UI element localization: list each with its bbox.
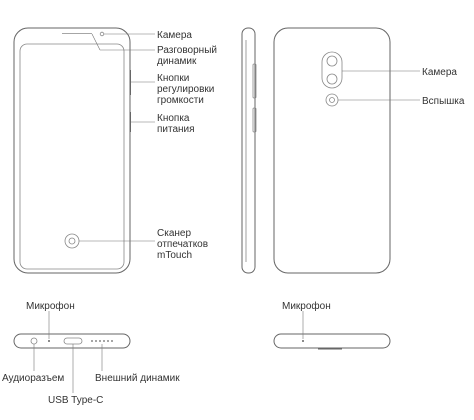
label-volume-line2: регулировки bbox=[157, 84, 214, 95]
label-scanner-line2: отпечатков bbox=[157, 239, 208, 250]
labels: Камера Разговорный динамик Кнопки регули… bbox=[2, 30, 465, 406]
speaker-grille bbox=[91, 340, 113, 342]
back-camera-lens-1 bbox=[326, 55, 338, 67]
label-speaker: Внешний динамик bbox=[95, 373, 180, 384]
front-screen bbox=[19, 43, 125, 270]
side-volume-buttons bbox=[252, 63, 257, 99]
front-body bbox=[13, 27, 131, 274]
label-volume-line1: Кнопки bbox=[157, 73, 189, 84]
front-camera-dot bbox=[99, 31, 105, 37]
label-power-line2: питания bbox=[157, 124, 195, 135]
label-scanner-line1: Сканер bbox=[157, 228, 191, 239]
side-view bbox=[241, 27, 257, 274]
audio-jack-port bbox=[30, 337, 38, 345]
label-volume-line3: громкости bbox=[157, 95, 204, 106]
fingerprint-sensor-outer bbox=[64, 233, 80, 249]
fingerprint-sensor-inner bbox=[68, 237, 76, 245]
label-earpiece-line1: Разговорный bbox=[157, 45, 217, 56]
top-edge-view bbox=[273, 333, 391, 350]
back-camera-lens-2 bbox=[326, 73, 338, 85]
bottom-edge-body bbox=[13, 333, 131, 349]
bottom-edge-view bbox=[13, 333, 131, 349]
front-view bbox=[13, 27, 131, 274]
camera-module bbox=[321, 51, 343, 89]
top-mic-hole bbox=[302, 340, 304, 342]
label-audio-jack: Аудиоразъем bbox=[2, 373, 64, 384]
side-power-button bbox=[252, 107, 257, 133]
leader-lines bbox=[33, 33, 420, 393]
bottom-mic-hole bbox=[48, 340, 50, 342]
flash-ring bbox=[325, 93, 339, 107]
label-bottom-mic: Микрофон bbox=[26, 300, 75, 312]
back-body bbox=[273, 27, 391, 274]
label-front-camera: Камера bbox=[157, 30, 192, 41]
label-scanner-line3: mTouch bbox=[157, 250, 192, 261]
label-power-line1: Кнопка bbox=[157, 113, 190, 124]
flash-core bbox=[329, 97, 335, 103]
label-flash: Вспышка bbox=[422, 96, 465, 107]
top-edge-body bbox=[273, 333, 391, 349]
label-back-camera: Камера bbox=[422, 67, 457, 78]
usb-c-port bbox=[63, 337, 83, 345]
label-usb: USB Type-C bbox=[48, 395, 103, 406]
label-earpiece-line2: динамик bbox=[157, 56, 197, 67]
side-body bbox=[241, 27, 256, 274]
back-view bbox=[273, 27, 391, 274]
label-top-mic: Микрофон bbox=[282, 300, 331, 312]
